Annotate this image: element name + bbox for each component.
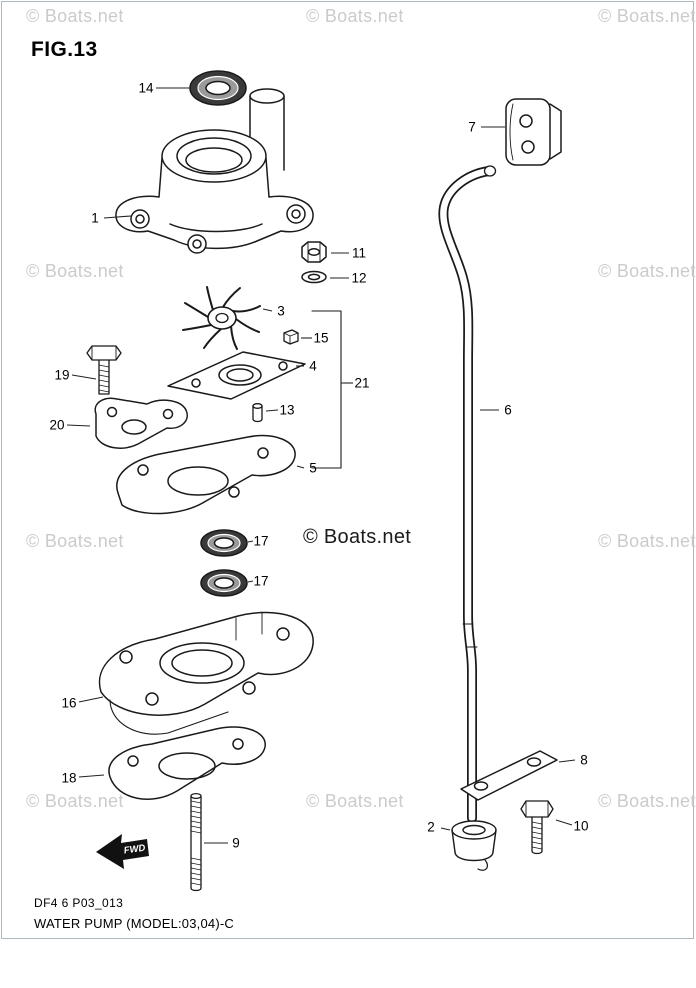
driveshaft-tube xyxy=(249,88,285,171)
fwd-arrow-icon xyxy=(96,834,149,869)
watermark: © Boats.net xyxy=(598,261,696,281)
watermark: © Boats.net xyxy=(26,531,124,551)
figure-title: FIG.13 xyxy=(31,38,98,61)
watermark: © Boats.net xyxy=(598,6,696,26)
part-bracket-7 xyxy=(505,98,562,166)
drawing-footer: DF4 6 P03_013 WATER PUMP (MODEL:03,04)-C xyxy=(34,896,234,931)
part-gasket-20 xyxy=(94,397,188,449)
watermark: © Boats.net xyxy=(306,6,404,26)
part-nut-11 xyxy=(301,241,327,263)
part-stud-9 xyxy=(190,792,202,892)
part-seal-17b xyxy=(200,569,248,597)
part-impeller-3 xyxy=(182,286,261,350)
part-plate-8 xyxy=(460,750,558,801)
part-plate-4 xyxy=(167,351,306,400)
part-bolt-19 xyxy=(86,345,122,395)
kit-bracket-21 xyxy=(311,310,353,469)
part-bolt-10 xyxy=(520,800,554,855)
part-water-tube-6 xyxy=(438,165,497,823)
part-seal-14 xyxy=(189,70,247,106)
part-gasket-18 xyxy=(108,726,266,800)
part-seal-17a xyxy=(200,529,248,557)
part-washer-12 xyxy=(301,270,327,284)
watermark: © Boats.net xyxy=(598,791,696,811)
watermark-center: © Boats.net xyxy=(303,526,412,548)
watermark: © Boats.net xyxy=(26,261,124,281)
part-grommet-2 xyxy=(451,820,497,871)
drawing-code: DF4 6 P03_013 xyxy=(34,896,124,910)
watermark: © Boats.net xyxy=(26,791,124,811)
part-pump-case xyxy=(115,129,314,254)
drawing-caption: WATER PUMP (MODEL:03,04)-C xyxy=(34,916,234,931)
part-lower-housing-16 xyxy=(98,611,314,735)
fwd-label: FWD xyxy=(123,843,146,857)
watermark: © Boats.net xyxy=(598,531,696,551)
fwd-flag: FWD xyxy=(96,834,149,869)
part-gasket-5 xyxy=(116,434,296,515)
watermark: © Boats.net xyxy=(306,791,404,811)
part-key-15 xyxy=(283,329,299,345)
watermark: © Boats.net xyxy=(26,6,124,26)
part-pin-13 xyxy=(252,403,263,423)
